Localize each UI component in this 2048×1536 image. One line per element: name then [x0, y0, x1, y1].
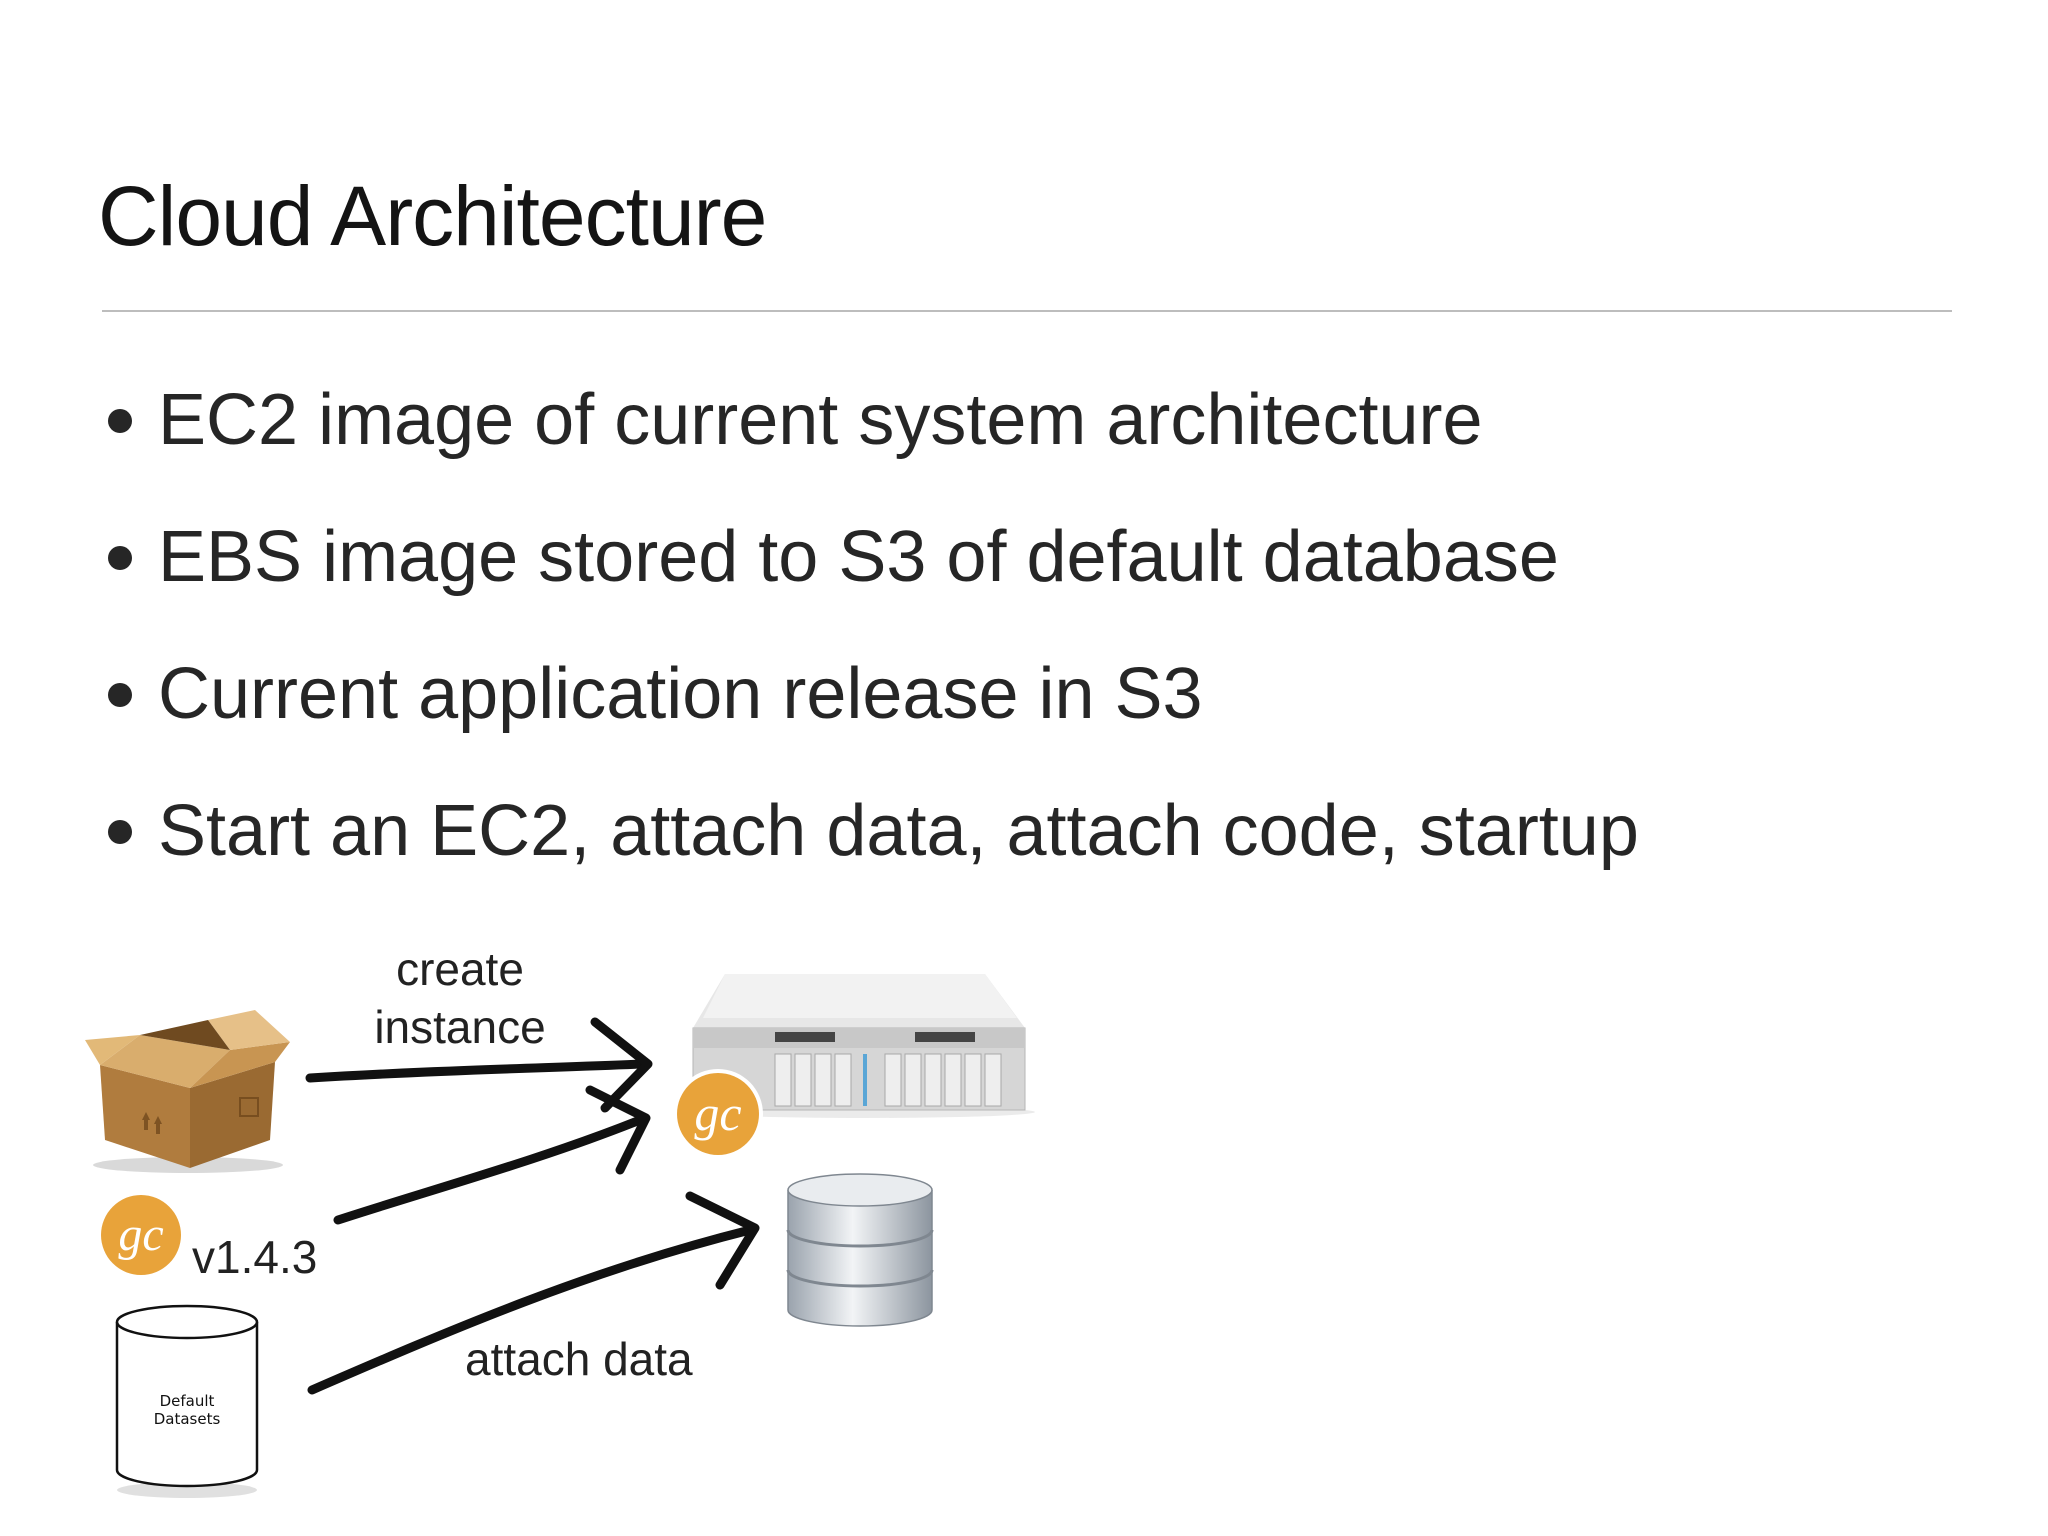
bullet-text: Start an EC2, attach data, attach code, … — [158, 791, 1639, 871]
bullet-dot-icon — [108, 683, 132, 707]
datasets-label-line1: Default — [160, 1392, 215, 1410]
title-divider — [102, 310, 1952, 312]
gc-logo-text: gc — [694, 1085, 741, 1141]
version-label: v1.4.3 — [192, 1231, 318, 1283]
bullet-text: EBS image stored to S3 of default databa… — [158, 517, 1559, 597]
bullet-text: EC2 image of current system architecture — [158, 380, 1483, 460]
gc-logo-text: gc — [118, 1208, 163, 1261]
bullet-dot-icon — [108, 546, 132, 570]
bullet-dot-icon — [108, 409, 132, 433]
database-icon — [786, 1173, 934, 1327]
attach-data-label: attach data — [465, 1333, 693, 1385]
architecture-diagram: create instance gc — [0, 900, 1100, 1536]
arrow-icon — [307, 1191, 760, 1395]
create-label-line1: create — [396, 943, 524, 995]
slide-title: Cloud Architecture — [98, 169, 767, 263]
gc-logo-icon: gc — [673, 1069, 763, 1159]
bullet-text: Current application release in S3 — [158, 654, 1203, 734]
arrows-layer — [305, 1017, 760, 1395]
arrow-icon — [333, 1085, 651, 1225]
arrow-icon — [305, 1017, 653, 1113]
datasets-label-line2: Datasets — [154, 1410, 221, 1428]
create-instance-label: create instance — [360, 940, 560, 1056]
create-label-line2: instance — [374, 1001, 546, 1053]
bullet-dot-icon — [108, 820, 132, 844]
gc-logo-icon: gc — [98, 1192, 184, 1278]
box-icon — [85, 1010, 290, 1173]
datasets-cylinder-icon: Default Datasets — [115, 1304, 259, 1498]
